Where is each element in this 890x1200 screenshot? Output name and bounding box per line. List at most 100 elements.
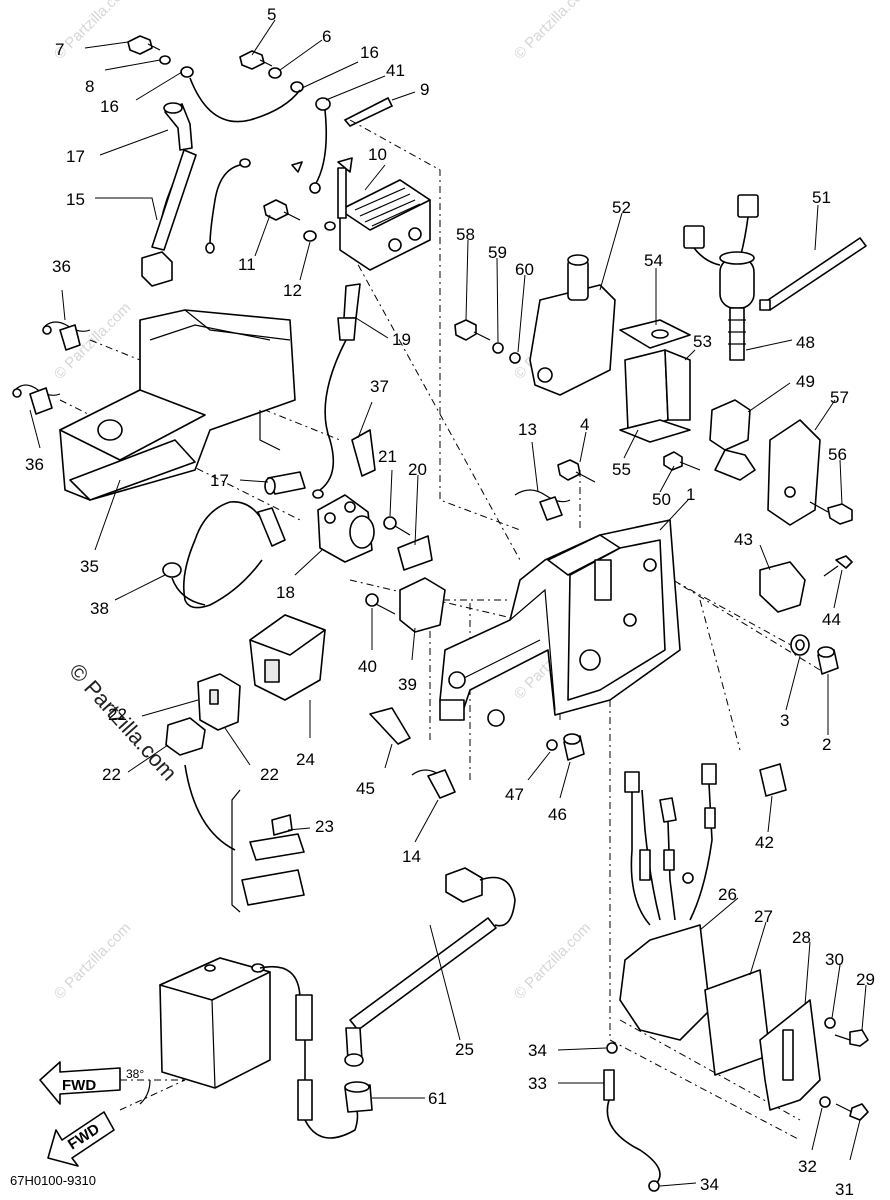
clamp-14 bbox=[411, 769, 456, 799]
callout-37: 37 bbox=[370, 377, 389, 396]
callout-21: 21 bbox=[378, 447, 397, 466]
callout-58: 58 bbox=[456, 225, 475, 244]
cable-25 bbox=[344, 867, 516, 1067]
callout-54: 54 bbox=[644, 251, 663, 270]
callout-46: 46 bbox=[548, 805, 567, 824]
washer-12 bbox=[303, 230, 317, 242]
callout-29: 29 bbox=[856, 970, 875, 989]
terminal bbox=[291, 161, 303, 173]
callout-25: 25 bbox=[455, 1040, 474, 1059]
callout-1: 1 bbox=[686, 485, 695, 504]
callout-22: 22 bbox=[108, 705, 127, 724]
lead-33 bbox=[603, 1042, 661, 1192]
callout-16: 16 bbox=[100, 97, 119, 116]
callout-43: 43 bbox=[734, 530, 753, 549]
relay-18 bbox=[182, 494, 375, 609]
terminal-38 bbox=[162, 562, 182, 578]
grommet-3 bbox=[790, 634, 810, 656]
bolt-5 bbox=[239, 50, 273, 70]
callout-30: 30 bbox=[825, 950, 844, 969]
bolt-29 bbox=[834, 1029, 869, 1047]
washer-59 bbox=[492, 342, 504, 354]
bolt-31 bbox=[835, 1103, 869, 1121]
connector-22 bbox=[165, 673, 241, 756]
callout-16: 16 bbox=[360, 43, 379, 62]
callout-26: 26 bbox=[718, 885, 737, 904]
callout-11: 11 bbox=[238, 255, 256, 274]
cap-61 bbox=[259, 966, 373, 1139]
cover-35 bbox=[59, 309, 296, 501]
gasket-27 bbox=[704, 969, 771, 1076]
callout-45: 45 bbox=[356, 779, 375, 798]
callout-57: 57 bbox=[830, 388, 849, 407]
callout-59: 59 bbox=[488, 243, 507, 262]
callout-22: 22 bbox=[260, 765, 279, 784]
screw-40 bbox=[365, 593, 396, 615]
callout-36: 36 bbox=[25, 455, 44, 474]
fwd-arrow-lower: FWD bbox=[47, 1111, 115, 1167]
bracket-20 bbox=[397, 535, 433, 571]
callout-56: 56 bbox=[828, 445, 847, 464]
sensor-43 bbox=[759, 561, 806, 613]
washer-32 bbox=[819, 1096, 831, 1108]
callout-27: 27 bbox=[754, 907, 773, 926]
callout-14: 14 bbox=[402, 847, 421, 866]
clip-42 bbox=[759, 763, 787, 797]
callout-52: 52 bbox=[612, 198, 631, 217]
callout-17: 17 bbox=[210, 471, 229, 490]
leader-lines bbox=[29, 19, 867, 1187]
callout-34: 34 bbox=[700, 1175, 719, 1194]
bolt-58 bbox=[454, 319, 491, 341]
cord-15 bbox=[141, 149, 251, 287]
spacer-53 bbox=[624, 349, 691, 431]
fwd-label: FWD bbox=[62, 1077, 96, 1094]
arrow-link bbox=[184, 764, 236, 851]
angle-arc bbox=[139, 1079, 151, 1105]
holder-24 bbox=[249, 614, 326, 701]
callout-9: 9 bbox=[420, 80, 429, 99]
clamp-36-left bbox=[12, 384, 61, 415]
callout-39: 39 bbox=[398, 675, 417, 694]
callout-24: 24 bbox=[296, 750, 315, 769]
callout-60: 60 bbox=[515, 260, 534, 279]
callout-28: 28 bbox=[792, 928, 811, 947]
coil-52 bbox=[529, 254, 616, 396]
rectifier-10 bbox=[337, 157, 431, 271]
wire-16 bbox=[189, 77, 301, 123]
callout-44: 44 bbox=[822, 610, 841, 629]
fuse-holder-39 bbox=[399, 577, 446, 633]
pad-55 bbox=[619, 419, 691, 443]
callout-7: 7 bbox=[55, 40, 64, 59]
callout-18: 18 bbox=[276, 583, 295, 602]
callout-47: 47 bbox=[505, 785, 524, 804]
callout-41: 41 bbox=[386, 61, 405, 80]
washer-60 bbox=[509, 352, 521, 364]
bracket-1 bbox=[439, 519, 681, 727]
fwd-arrow-upper: FWD bbox=[39, 1061, 121, 1105]
holder-23 bbox=[231, 789, 305, 913]
callout-50: 50 bbox=[652, 490, 671, 509]
callout-labels: 7 8 16 5 6 16 41 9 17 15 10 11 12 19 37 … bbox=[25, 5, 875, 1199]
clip-37 bbox=[351, 429, 376, 477]
bracket-54 bbox=[619, 319, 691, 349]
callout-49: 49 bbox=[796, 372, 815, 391]
watermark: © Partzilla.com bbox=[511, 0, 594, 63]
callout-23: 23 bbox=[315, 817, 334, 836]
collar-2 bbox=[817, 646, 839, 675]
callout-15: 15 bbox=[66, 190, 85, 209]
callout-31: 31 bbox=[835, 1180, 854, 1199]
callout-34: 34 bbox=[528, 1041, 547, 1060]
clamp-13 bbox=[514, 489, 571, 521]
callout-22: 22 bbox=[102, 765, 121, 784]
washer-47 bbox=[546, 739, 558, 751]
callout-17: 17 bbox=[66, 147, 85, 166]
callout-32: 32 bbox=[798, 1157, 817, 1176]
bolt-7 bbox=[127, 35, 161, 55]
callout-53: 53 bbox=[693, 332, 712, 351]
sensor-45 bbox=[369, 707, 411, 745]
case-26 bbox=[619, 924, 711, 1041]
holder-49 bbox=[709, 399, 756, 481]
diagram-code: 67H0100-9310 bbox=[10, 1173, 96, 1188]
screw-44 bbox=[823, 555, 853, 577]
